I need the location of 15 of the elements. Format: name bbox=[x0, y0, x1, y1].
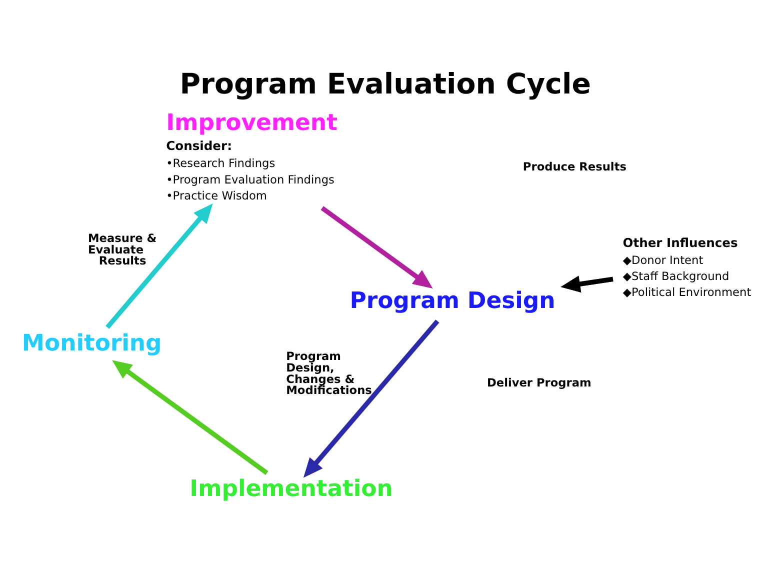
node-text: Implementation bbox=[190, 476, 393, 502]
edge-label: Program Design, Changes & Modifications bbox=[286, 349, 372, 398]
arrow bbox=[560, 276, 614, 293]
label: Produce Results bbox=[522, 160, 627, 174]
diagram-title: Program Evaluation Cycle bbox=[180, 67, 591, 100]
node-text: Program Design bbox=[350, 288, 556, 314]
edge-label: Measure & Evaluate Results bbox=[88, 230, 157, 268]
arrow bbox=[320, 206, 433, 288]
arrow bbox=[112, 360, 268, 475]
node-text: Improvement Consider: •Research Findings •Program Evaluation Findings •Practice Wisdom bbox=[166, 110, 338, 202]
node-text: Monitoring bbox=[22, 330, 162, 356]
label: Deliver Program bbox=[486, 375, 592, 390]
node-text: Other Influences ◆Donor Intent ◆Staff Background ◆Political Environment bbox=[622, 236, 752, 300]
arrow bbox=[106, 203, 213, 329]
arrow bbox=[303, 320, 440, 478]
